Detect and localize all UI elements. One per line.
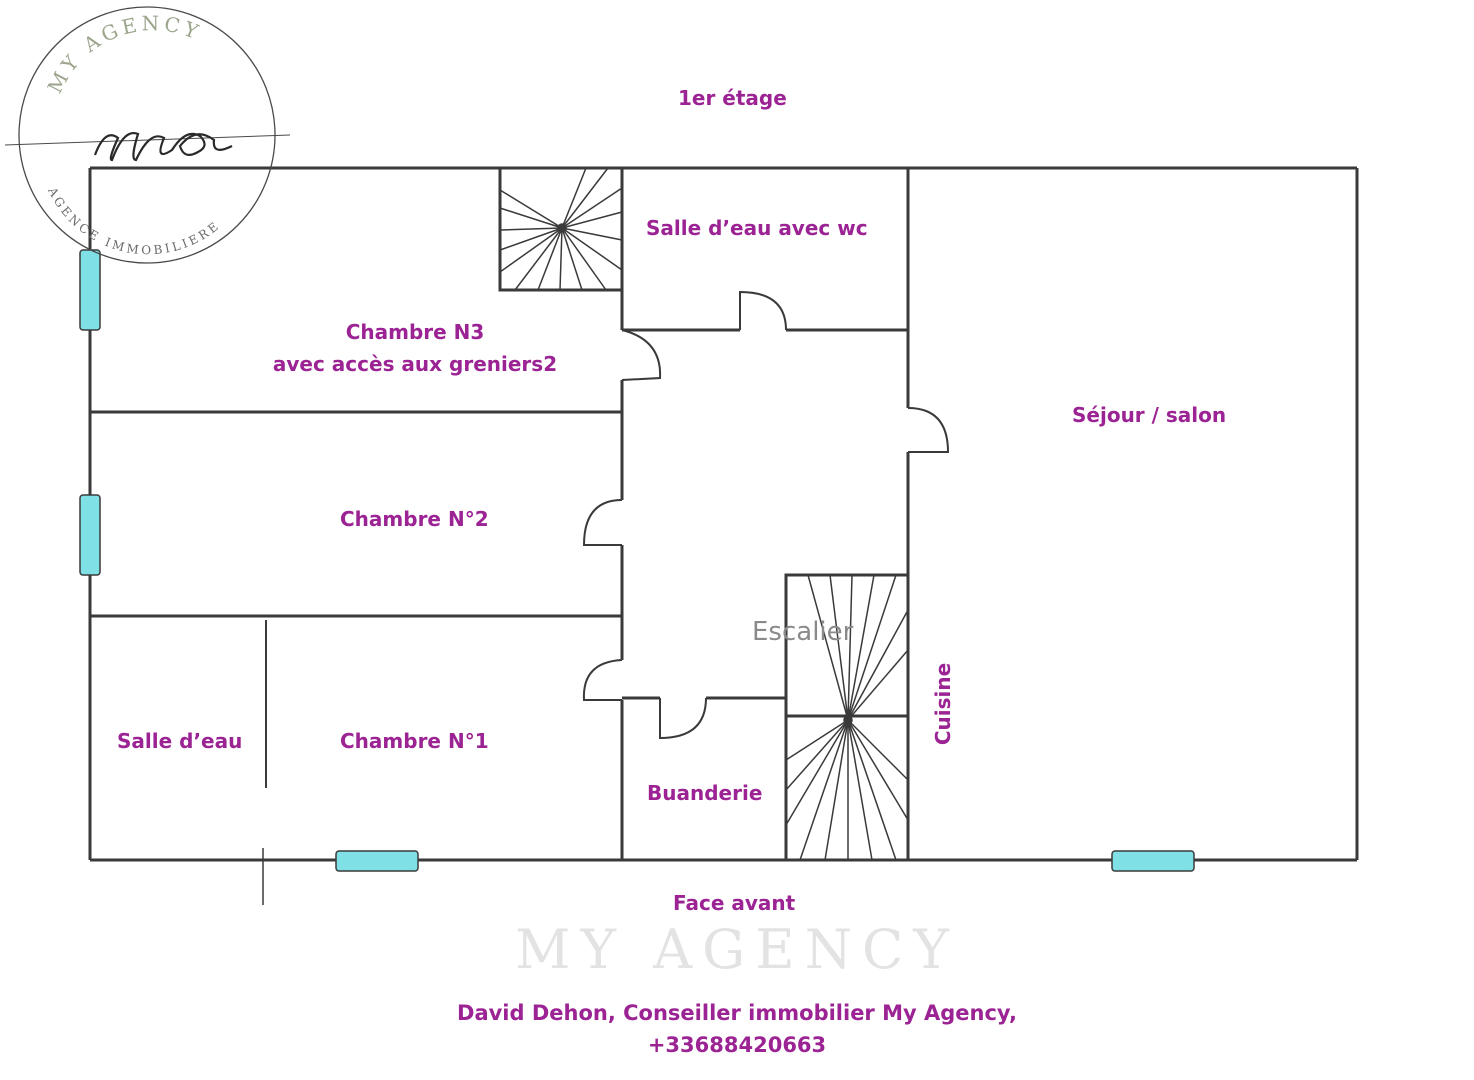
logo-top-text: MY AGENCY [42, 11, 205, 97]
logo-monogram [93, 131, 233, 162]
label-face-avant: Face avant [673, 891, 796, 915]
window-left-top [79, 249, 101, 331]
windows [79, 249, 1195, 872]
logo-bottom-text: AGENCE IMMOBILIERE [45, 184, 223, 257]
label-chambre-n3-line2: avec accès aux greniers2 [272, 352, 558, 376]
label-chambre-n3-line1: Chambre N3 [345, 320, 485, 344]
label-sejour: Séjour / salon [1072, 403, 1227, 427]
contact-line1: David Dehon, Conseiller immobilier My Ag… [457, 1001, 1017, 1025]
agency-logo: MY AGENCY AGENCE IMMOBILIERE [4, 6, 291, 264]
label-chambre-n3: Chambre N3 avec accès aux greniers2 [268, 316, 562, 380]
label-escalier: Escalier [752, 617, 854, 647]
logo-circle [18, 6, 276, 264]
bottom-stair-steps [785, 574, 909, 861]
window-left-middle [79, 494, 101, 576]
watermark: MY AGENCY [515, 918, 959, 981]
window-front-right [1111, 850, 1195, 872]
label-chambre-n2: Chambre N°2 [340, 507, 489, 531]
label-chambre-n1: Chambre N°1 [340, 729, 489, 753]
floor-title: 1er étage [678, 86, 787, 110]
logo-rule [4, 134, 291, 146]
label-salle-eau-wc: Salle d’eau avec wc [646, 216, 868, 240]
door-swings [582, 290, 950, 740]
label-salle-eau: Salle d’eau [117, 729, 243, 753]
label-cuisine: Cuisine [931, 662, 955, 746]
window-front-left [335, 850, 419, 872]
label-buanderie: Buanderie [647, 781, 763, 805]
walls [88, 166, 1359, 905]
top-stair-steps [499, 167, 623, 291]
contact-line2: +33688420663 [647, 1033, 827, 1057]
